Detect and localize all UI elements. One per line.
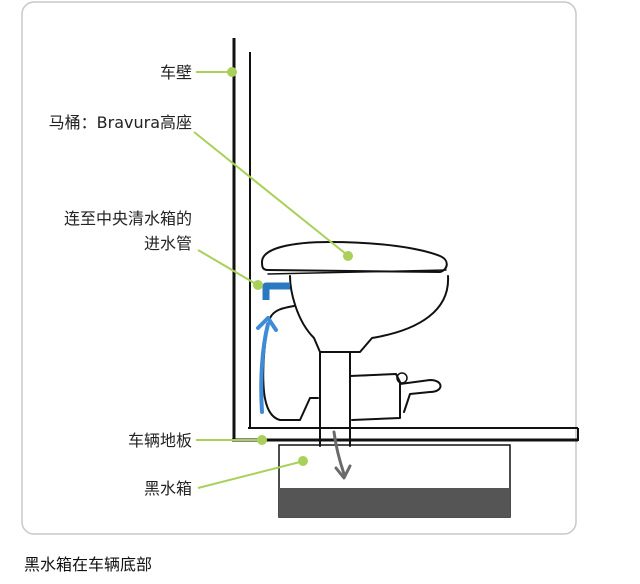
leader-tank [197,461,301,489]
leader-toilet [193,131,347,255]
leader-inlet [197,249,257,285]
label-floor: 车辆地板 [128,431,192,450]
diagram-caption: 黑水箱在车辆底部 [24,555,153,574]
flush-pedal [399,379,442,413]
toilet [261,241,450,447]
black-water-tank [278,444,511,518]
label-wall: 车壁 [160,63,192,82]
down-arrow-icon [332,430,352,480]
label-inlet-line1: 连至中央清水箱的 [64,209,192,228]
leader-lines [193,67,353,489]
toilet-bowl [289,275,450,353]
toilet-lid [261,241,448,273]
tank-waste-fill [279,488,510,517]
vehicle-floor [232,427,579,442]
inlet-pipe [262,282,290,300]
label-inlet-line2: 进水管 [144,234,192,253]
label-toilet: 马桶：Bravura高座 [49,113,192,132]
label-tank: 黑水箱 [144,479,192,498]
up-arrow-icon [256,316,278,414]
vehicle-wall [232,38,251,440]
diagram-frame [21,1,577,535]
